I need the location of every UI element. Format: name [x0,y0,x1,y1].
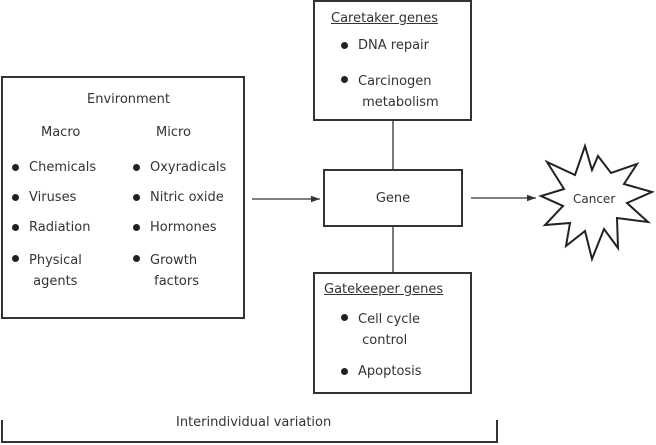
bullet-icon [133,164,140,171]
bullet-icon [133,194,140,201]
bullet-icon [341,314,348,321]
bullet-icon [12,194,19,201]
cancer-label: Cancer [573,192,616,206]
bullet-icon [341,76,348,83]
environment-title: Environment [87,92,171,107]
interindividual-bracket [1,420,498,443]
cancer-starburst-shape [538,142,655,263]
bullet-icon [341,368,348,375]
caretaker-genes-box: Caretaker genes DNA repair Carcinogen me… [313,0,472,121]
interindividual-variation-label: Interindividual variation [176,415,332,430]
macro-heading: Macro [41,125,81,140]
bullet-icon [12,164,19,171]
bullet-icon [133,224,140,231]
gatekeeper-genes-box: Gatekeeper genes Cell cycle control Apop… [313,272,472,394]
bullet-icon [12,224,19,231]
gene-box: Gene [323,169,463,227]
caretaker-title: Caretaker genes [331,11,438,26]
micro-heading: Micro [156,125,191,140]
bullet-icon [341,42,348,49]
bullet-icon [133,255,140,262]
gene-label: Gene [375,190,411,206]
environment-box: Environment Macro Micro Chemicals Viruse… [1,76,245,319]
gatekeeper-title: Gatekeeper genes [324,282,444,297]
bullet-icon [12,255,19,262]
